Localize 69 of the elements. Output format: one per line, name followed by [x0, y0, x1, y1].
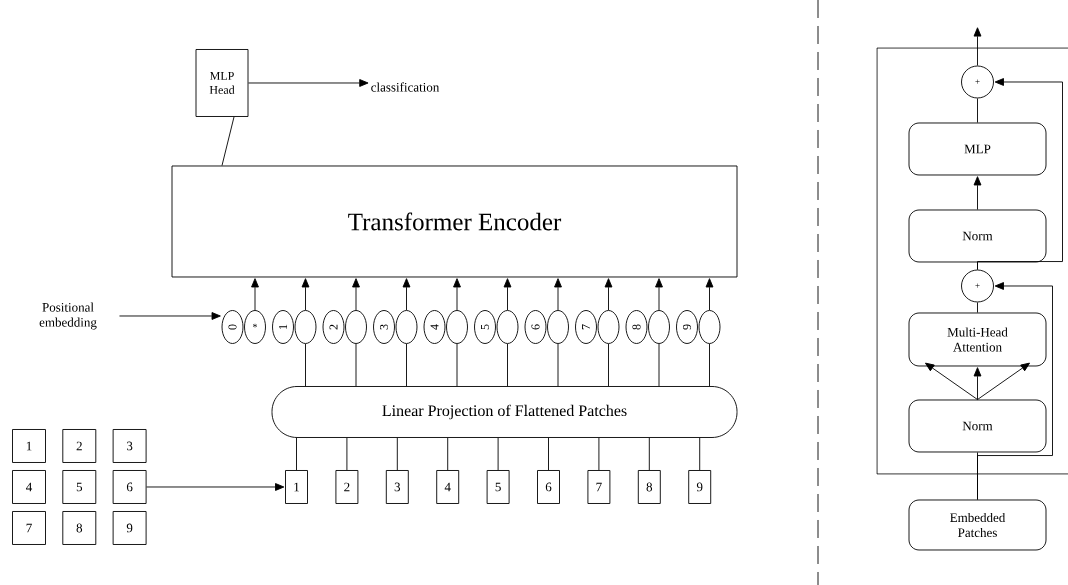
- position-oval: 9: [676, 310, 698, 344]
- output-label: classification: [371, 82, 440, 92]
- patch-box: 8: [637, 470, 661, 504]
- patch-box: 9: [112, 511, 147, 545]
- token-oval: [496, 310, 519, 344]
- arrow: [146, 483, 285, 491]
- patch-box: 1: [285, 470, 308, 504]
- patch-box: 9: [688, 470, 712, 504]
- arrow: [503, 278, 512, 311]
- position-oval: 6: [524, 310, 547, 344]
- arrow: [402, 278, 411, 311]
- layer-box: MLP: [908, 122, 1047, 176]
- arrow: [655, 278, 663, 311]
- position-oval: 0: [221, 310, 244, 344]
- block-frame: [876, 47, 1068, 475]
- layer-box: Norm: [908, 209, 1047, 263]
- arrow: [977, 362, 1030, 400]
- arrow: [301, 278, 310, 311]
- patch-box: 8: [62, 511, 97, 545]
- position-oval: 4: [423, 310, 446, 344]
- arrow: [453, 278, 461, 311]
- arrow: [973, 27, 982, 66]
- arrow: [973, 367, 982, 400]
- arrow: [248, 79, 369, 87]
- patch-box: 1: [12, 429, 46, 463]
- arrow: [973, 176, 982, 210]
- token-oval: [345, 310, 367, 344]
- patch-box: 6: [112, 470, 147, 504]
- patch-box: 7: [12, 511, 46, 545]
- token-oval: [395, 310, 418, 344]
- arrow: [119, 312, 221, 320]
- patch-box: 4: [436, 470, 460, 504]
- token-oval: [597, 310, 620, 344]
- patch-box: 3: [112, 429, 147, 463]
- patch-box: 3: [385, 470, 409, 504]
- patch-box: 7: [587, 470, 611, 504]
- token-oval: [446, 310, 468, 344]
- layer-box: Multi-Head Attention: [908, 312, 1047, 367]
- position-oval: 2: [322, 310, 345, 344]
- token-oval: [547, 310, 569, 344]
- patch-box: 6: [537, 470, 560, 504]
- arrow: [554, 278, 562, 311]
- patch-box: 4: [12, 470, 46, 504]
- arrow: [977, 282, 1053, 500]
- input-box: Embedded Patches: [908, 499, 1047, 551]
- input-label: Positional embedding: [39, 302, 97, 330]
- token-oval: [648, 310, 670, 344]
- arrow: [604, 278, 613, 311]
- patch-box: 2: [62, 429, 97, 463]
- patch-box: 2: [335, 470, 359, 504]
- position-oval: 8: [625, 310, 648, 344]
- arrow: [705, 278, 714, 311]
- arrow: [352, 278, 360, 311]
- token-oval: [294, 310, 317, 344]
- layer-box: Norm: [908, 399, 1047, 453]
- projection-box: Linear Projection of Flattened Patches: [271, 386, 738, 438]
- arrow: [977, 78, 1063, 270]
- patch-box: 5: [486, 470, 510, 504]
- arrow: [925, 362, 978, 400]
- position-oval: 1: [272, 310, 294, 344]
- arrow: [251, 278, 259, 311]
- encoder-box: Transformer Encoder: [171, 165, 738, 278]
- token-oval: [698, 310, 721, 344]
- patch-box: 5: [62, 470, 97, 504]
- position-oval: 3: [373, 310, 395, 344]
- position-oval: 5: [474, 310, 496, 344]
- position-oval: 7: [575, 310, 597, 344]
- head-box: MLP Head: [195, 49, 249, 117]
- token-oval: *: [244, 310, 266, 344]
